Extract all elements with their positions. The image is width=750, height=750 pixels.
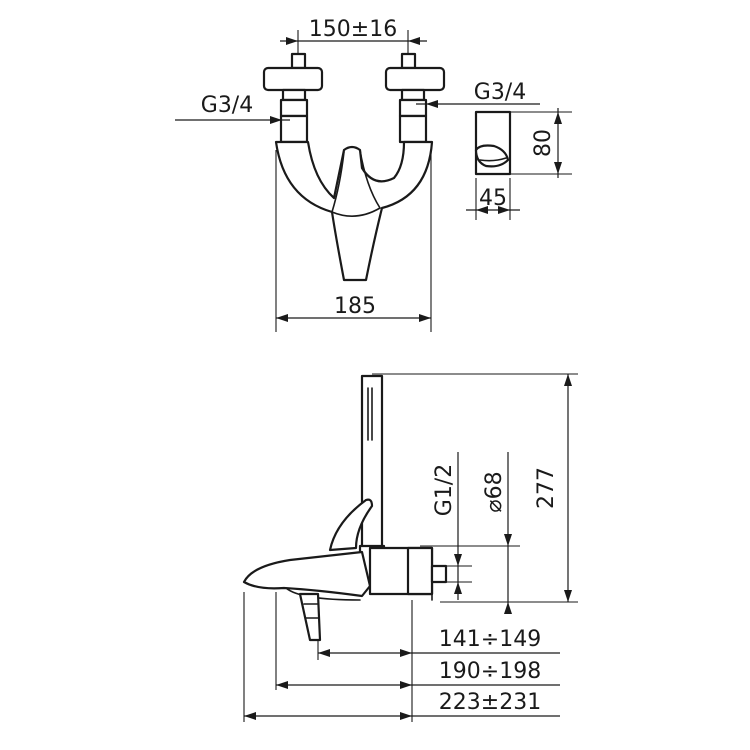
dim-inlet-spacing: 150±16 [309,17,397,42]
dim-reach-141: 141÷149 [439,627,541,652]
dim-left-thread: G3/4 [201,93,253,118]
side-view: 277 G1/2 ⌀68 141÷149 190÷198 223±231 [242,373,578,722]
dim-right-thread: G3/4 [474,80,526,105]
dim-total-height: 277 [534,467,559,509]
dim-flange-height: 80 [531,129,556,157]
front-view: 150±16 G3/4 G3/4 185 [175,17,540,332]
dim-reach-223: 223±231 [439,690,541,715]
dim-flange-depth: 45 [479,186,507,211]
dim-body-width: 185 [334,294,376,319]
dim-flange-diameter: ⌀68 [482,471,507,512]
dim-outlet-thread: G1/2 [432,464,457,516]
flange-detail: 80 45 [466,108,572,220]
dim-reach-190: 190÷198 [439,659,541,684]
